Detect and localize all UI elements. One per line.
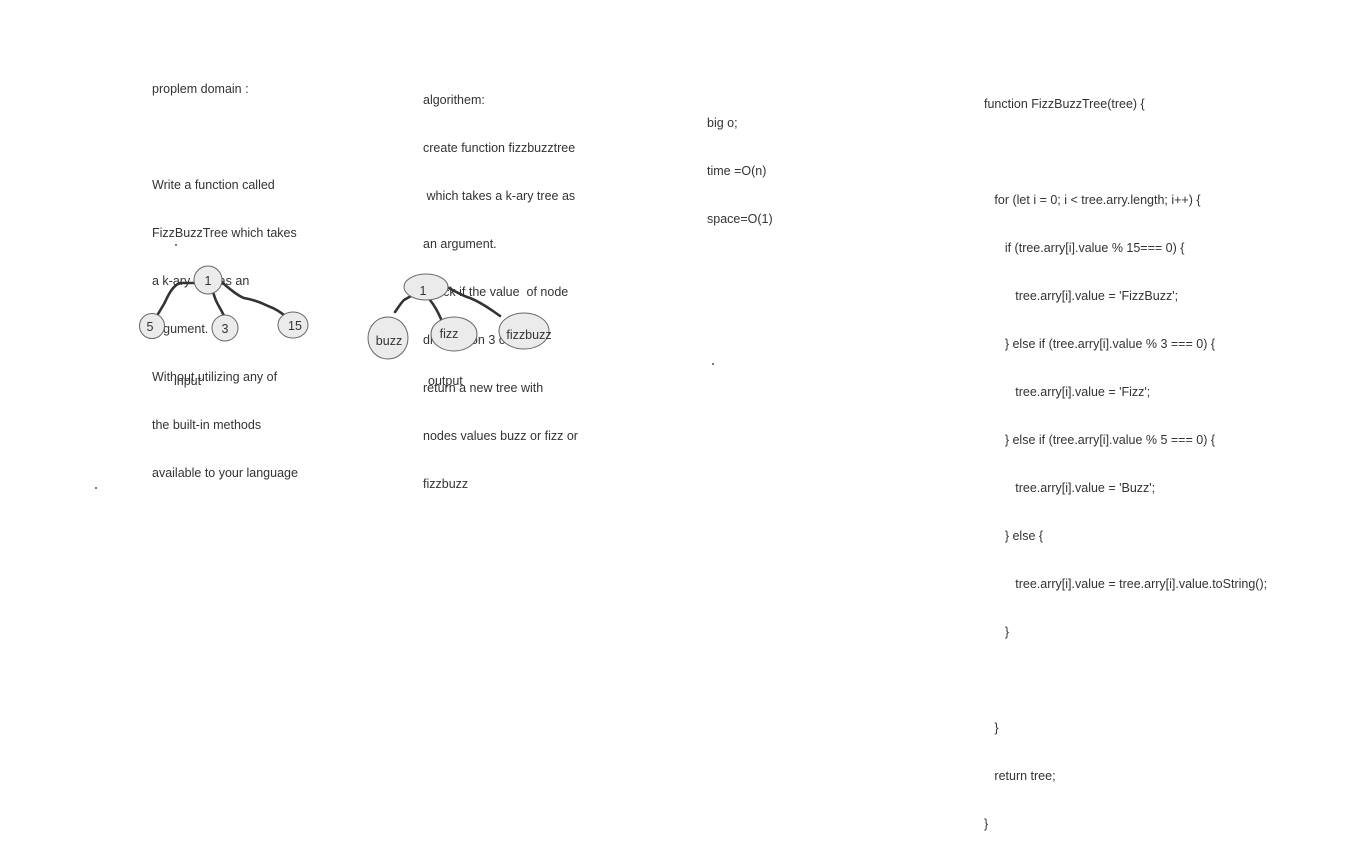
input-node-15 [277, 311, 309, 339]
trees-drawing: 1 5 3 15 input 1 buzz fizz fizzbuzz outp… [139, 265, 552, 388]
whiteboard-canvas: proplem domain : Write a function called… [95, 49, 1268, 831]
problem-heading: proplem domain : [152, 82, 249, 96]
code-line: function FizzBuzzTree(tree) { [984, 97, 1145, 111]
output-node-root [403, 273, 449, 301]
input-edge-5 [156, 281, 197, 316]
stray-dot [95, 487, 97, 489]
code-line: tree.arry[i].value = tree.arry[i].value.… [984, 577, 1268, 591]
output-node-fizz [430, 316, 478, 352]
code-line: tree.arry[i].value = 'Buzz'; [984, 481, 1156, 495]
code-line: } else if (tree.arry[i].value % 5 === 0)… [984, 433, 1216, 447]
problem-line: FizzBuzzTree which takes [152, 226, 297, 240]
algorithm-line: nodes values buzz or fizz or [423, 429, 578, 443]
output-edge-fizzbuzz [447, 286, 502, 318]
output-child-label: buzz [376, 334, 402, 348]
problem-domain-note: proplem domain : Write a function called… [152, 49, 298, 513]
input-node-root [193, 265, 223, 295]
problem-line: Without utilizing any of [152, 370, 278, 384]
complexity-line: space=O(1) [707, 212, 773, 226]
code-line: tree.arry[i].value = 'FizzBuzz'; [984, 289, 1179, 303]
input-root-label: 1 [205, 274, 212, 288]
input-child-label: 3 [222, 322, 229, 336]
output-child-label: fizzbuzz [506, 328, 551, 342]
problem-line: Write a function called [152, 178, 275, 192]
output-node-fizzbuzz [498, 312, 550, 350]
algorithm-line: return a new tree with [423, 381, 544, 395]
complexity-line: time =O(n) [707, 164, 767, 178]
code-line: return tree; [984, 769, 1056, 783]
stray-dot [712, 363, 714, 365]
input-tree [156, 279, 286, 318]
algorithm-line: fizzbuzz [423, 477, 469, 491]
code-line: if (tree.arry[i].value % 15=== 0) { [984, 241, 1185, 255]
complexity-note: big o; time =O(n) space=O(1) [707, 83, 773, 259]
input-caption: input [174, 374, 202, 388]
code-line [984, 672, 1267, 688]
problem-line: available to your language [152, 466, 298, 480]
output-child-label: fizz [440, 327, 459, 341]
input-child-label: 5 [147, 320, 154, 334]
code-line: } else { [984, 529, 1044, 543]
algorithm-line: algorithem: [423, 93, 485, 107]
code-line: for (let i = 0; i < tree.arry.length; i+… [984, 193, 1201, 207]
output-edge-buzz [393, 294, 413, 314]
input-node-3 [211, 314, 239, 342]
output-tree [393, 286, 502, 321]
problem-line: argument. [152, 322, 209, 336]
complexity-line: big o; [707, 116, 738, 130]
output-caption: output [428, 374, 463, 388]
input-edge-3 [210, 287, 226, 318]
input-node-5 [139, 313, 165, 339]
algorithm-line: create function fizzbuzztree [423, 141, 576, 155]
output-edge-fizz [428, 298, 443, 321]
code-line: tree.arry[i].value = 'Fizz'; [984, 385, 1151, 399]
code-line: } else if (tree.arry[i].value % 3 === 0)… [984, 337, 1216, 351]
stray-dot [175, 244, 177, 246]
input-edge-15 [218, 279, 286, 317]
output-root-label: 1 [420, 284, 427, 298]
problem-line: the built-in methods [152, 418, 262, 432]
algorithm-line: an argument. [423, 237, 497, 251]
input-child-label: 15 [288, 319, 302, 333]
code-line: } [984, 625, 1010, 639]
code-line: } [984, 721, 999, 735]
code-line: } [984, 817, 989, 831]
output-node-buzz [367, 316, 409, 360]
algorithm-line: which takes a k-ary tree as [423, 189, 576, 203]
